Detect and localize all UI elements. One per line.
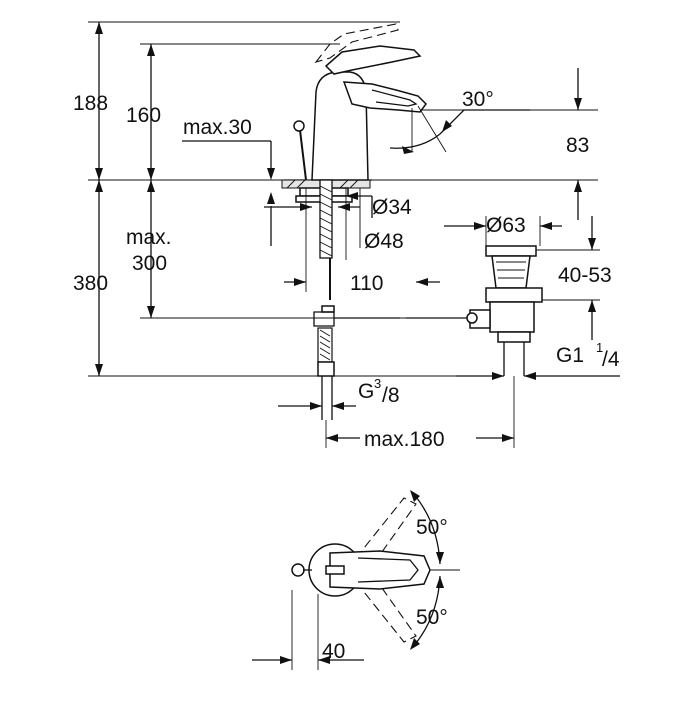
thread-g38-num: 3: [374, 376, 381, 391]
dim-d63-label: Ø63: [486, 214, 526, 237]
dim-40-label: 40: [322, 640, 345, 663]
thread-g114-den: /4: [602, 348, 620, 371]
thread-g38-base: G: [358, 380, 374, 403]
dim-160-label: 160: [126, 104, 161, 127]
dim-d34-label: Ø34: [372, 196, 412, 219]
thread-g114-base: G1: [556, 344, 584, 367]
faucet-top-view: [252, 490, 460, 670]
dim-50deg-bottom-label: 50°: [416, 606, 448, 629]
dim-188-label: 188: [73, 92, 108, 115]
dim-30deg-label: 30°: [462, 88, 494, 111]
dim-83-label: 83: [566, 134, 589, 157]
dimension-lines-left: [88, 21, 598, 377]
thread-g114-num: 1: [596, 340, 603, 355]
pop-up-waste: [334, 216, 620, 380]
spout-angle-dimension: [389, 68, 598, 220]
dim-max30-label: max.30: [183, 116, 252, 139]
dim-max300-line2: 300: [132, 252, 167, 275]
base-diameter-dimensions: [264, 188, 440, 292]
dim-50deg-top-label: 50°: [416, 516, 448, 539]
dim-max180-label: max.180: [364, 428, 445, 451]
dim-380-label: 380: [73, 272, 108, 295]
connection-dimensions: [278, 376, 515, 448]
dim-max300-line1: max.: [126, 226, 172, 249]
dimension-labels: 188 160 max.30 30° 83 Ø34 Ø48 Ø63 max. 3…: [73, 88, 620, 663]
dim-d48-label: Ø48: [364, 230, 404, 253]
dim-40-53-label: 40-53: [558, 264, 612, 287]
dim-110-label: 110: [350, 272, 383, 295]
faucet-side-view: [281, 23, 427, 420]
thread-g38-den: /8: [382, 384, 400, 407]
